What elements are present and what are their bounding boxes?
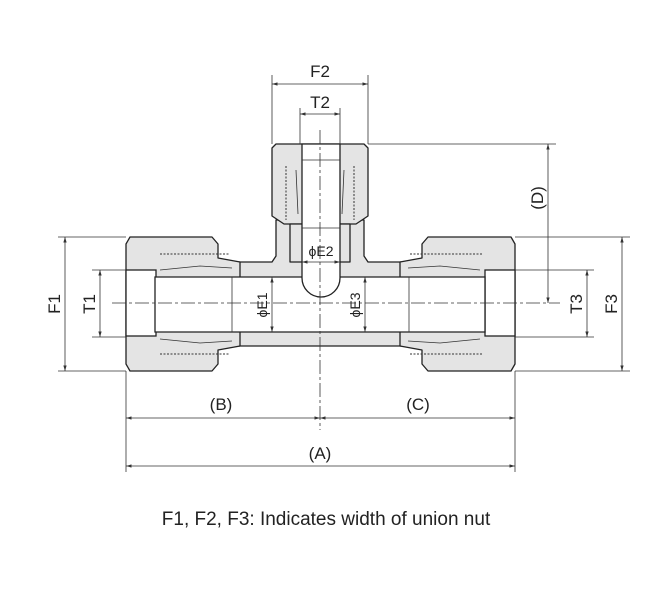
dimension-t3: T3 [515, 269, 594, 338]
svg-text:(B): (B) [210, 395, 233, 414]
svg-text:ϕE3: ϕE3 [347, 292, 363, 317]
dimension-f3: F3 [515, 236, 630, 372]
dimension-t1: T1 [80, 269, 126, 338]
dimension-e3: ϕE3 [347, 277, 367, 332]
svg-text:F1: F1 [45, 294, 64, 314]
svg-text:ϕE1: ϕE1 [254, 292, 270, 317]
dimension-d: (D) [368, 143, 556, 303]
svg-text:(D): (D) [528, 186, 547, 210]
dimension-a: (A) [126, 444, 515, 468]
svg-text:F3: F3 [602, 294, 621, 314]
svg-text:ϕE2: ϕE2 [309, 243, 334, 259]
dimension-f1: F1 [45, 236, 126, 372]
svg-text:(C): (C) [406, 395, 430, 414]
dimension-t2: T2 [299, 93, 341, 144]
dimension-e1: ϕE1 [254, 277, 274, 332]
svg-text:(A): (A) [309, 444, 332, 463]
dimension-e2: ϕE2 [302, 243, 340, 264]
svg-text:F2: F2 [310, 62, 330, 81]
dimension-f2: F2 [271, 62, 369, 144]
threads [160, 166, 482, 355]
dimension-b-c: (B) (C) [125, 371, 516, 472]
caption: F1, F2, F3: Indicates width of union nut [162, 509, 491, 530]
svg-text:T3: T3 [567, 294, 586, 314]
svg-text:T1: T1 [80, 294, 99, 314]
svg-text:T2: T2 [310, 93, 330, 112]
